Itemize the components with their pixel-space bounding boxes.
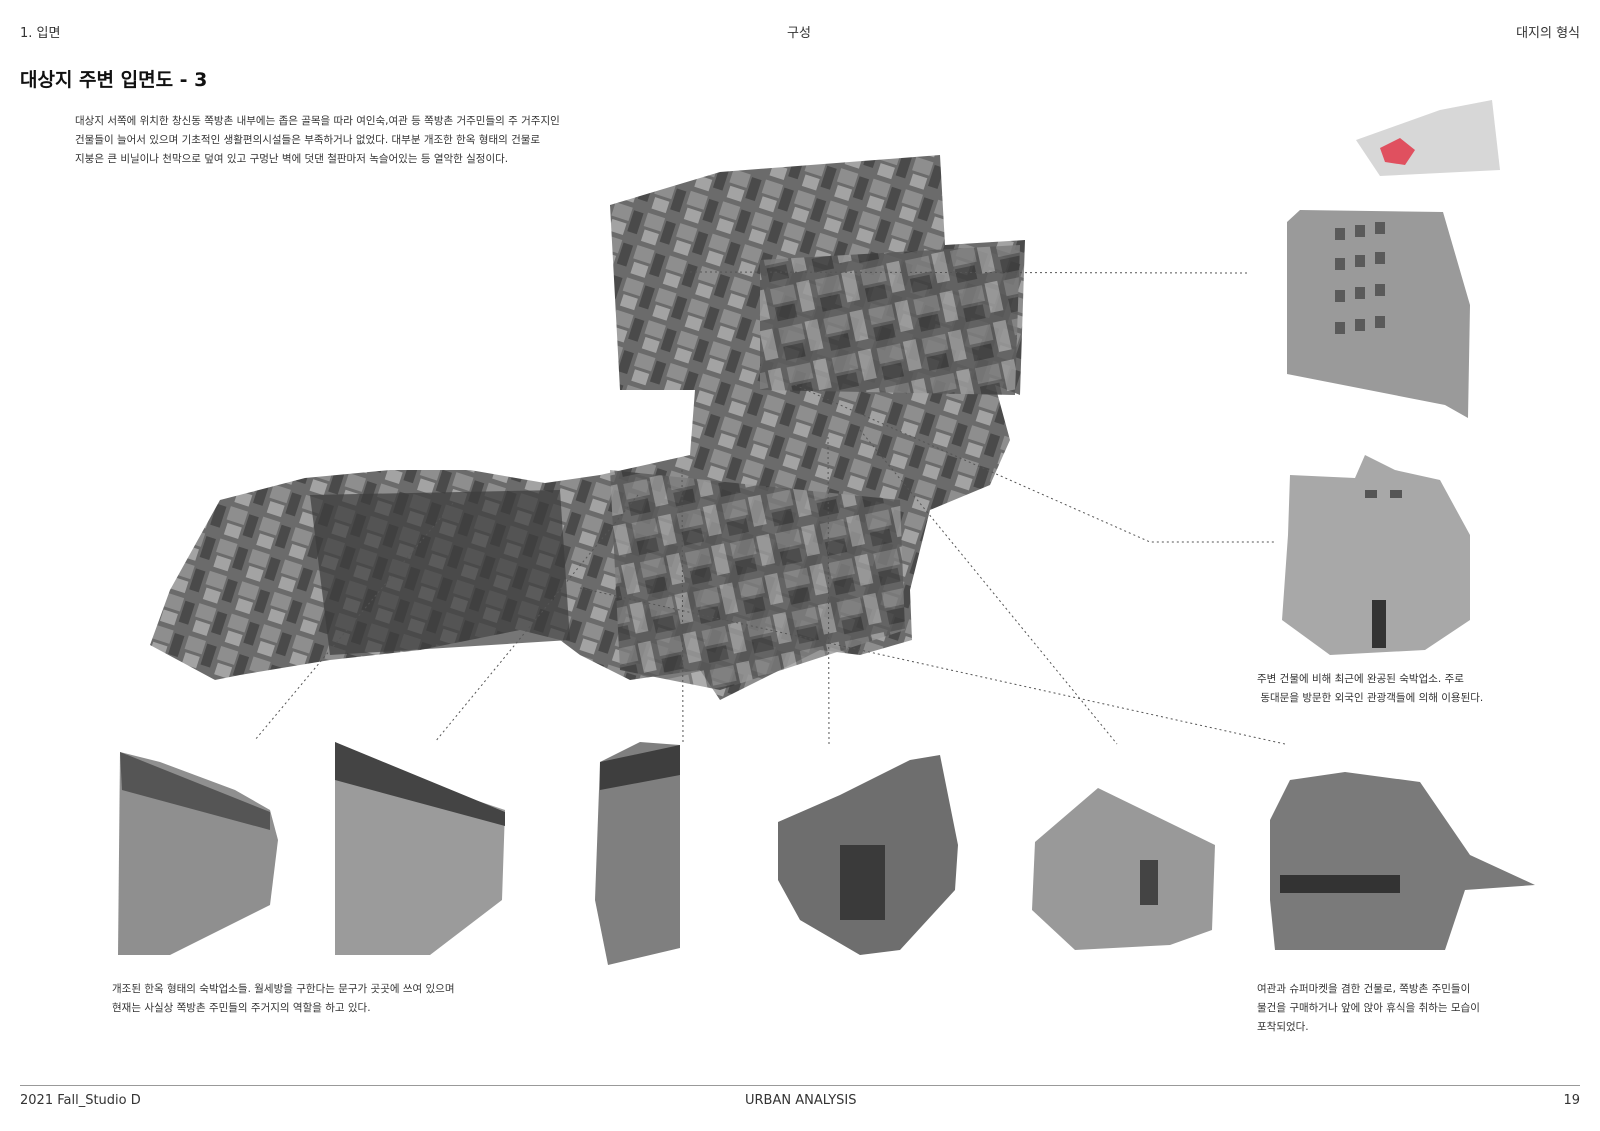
intro-line: 건물들이 늘어서 있으며 기초적인 생활편의시설들은 부족하거나 없었다. 대부… — [75, 134, 541, 146]
leader-lines — [254, 271, 1286, 745]
intro-paragraph: 대상지 서쪽에 위치한 창신동 쪽방촌 내부에는 좁은 골목을 따라 여인숙,여… — [75, 112, 635, 169]
site-highlight — [1380, 138, 1415, 165]
caption-line: 물건을 구매하거나 앞에 앉아 휴식을 취하는 모습이 — [1257, 1002, 1480, 1014]
caption-inn-supermarket: 여관과 슈퍼마켓을 겸한 건물로, 쪽방촌 주민들이 물건을 구매하거나 앞에 … — [1257, 980, 1480, 1037]
caption-line: 동대문을 방문한 외국인 관광객들에 의해 이용된다. — [1257, 692, 1484, 704]
aerial-photo — [150, 155, 1025, 700]
caption-line: 포착되었다. — [1257, 1021, 1309, 1033]
caption-hanok: 개조된 한옥 형태의 숙박업소들. 월세방을 구한다는 문구가 곳곳에 쓰여 있… — [112, 980, 455, 1018]
section-label: 1. 입면 — [20, 26, 61, 41]
header-right-label: 대지의 형식 — [1516, 26, 1580, 41]
page-number: 19 — [1563, 1093, 1580, 1108]
photo-hanok-3 — [595, 742, 680, 965]
footer-divider — [20, 1085, 1580, 1086]
footer-center: URBAN ANALYSIS — [745, 1093, 857, 1108]
photo-hanok-2 — [335, 742, 505, 955]
caption-new-guesthouse: 주변 건물에 비해 최근에 완공된 숙박업소. 주로 동대문을 방문한 외국인 … — [1257, 670, 1483, 708]
intro-line: 지붕은 큰 비닐이나 천막으로 덮여 있고 구멍난 벽에 덧댄 철판마저 녹슬어… — [75, 153, 509, 165]
photo-hanok-4 — [778, 755, 958, 955]
footer-studio: 2021 Fall_Studio D — [20, 1093, 141, 1108]
photo-apartment-building — [1287, 210, 1470, 418]
photo-hanok-5 — [1032, 788, 1215, 950]
photo-inn-supermarket — [1270, 772, 1535, 950]
photo-hanok-1 — [118, 752, 278, 955]
caption-line: 현재는 사실상 쪽방촌 주민들의 주거지의 역할을 하고 있다. — [112, 1002, 371, 1014]
page-title: 대상지 주변 입면도 - 3 — [20, 69, 208, 91]
header-center-label: 구성 — [787, 26, 811, 41]
caption-line: 주변 건물에 비해 최근에 완공된 숙박업소. 주로 — [1257, 673, 1464, 685]
intro-line: 대상지 서쪽에 위치한 창신동 쪽방촌 내부에는 좁은 골목을 따라 여인숙,여… — [75, 115, 560, 127]
photo-new-guesthouse — [1282, 455, 1470, 655]
key-map — [1356, 100, 1500, 176]
caption-line: 여관과 슈퍼마켓을 겸한 건물로, 쪽방촌 주민들이 — [1257, 983, 1471, 995]
caption-line: 개조된 한옥 형태의 숙박업소들. 월세방을 구한다는 문구가 곳곳에 쓰여 있… — [112, 983, 455, 995]
